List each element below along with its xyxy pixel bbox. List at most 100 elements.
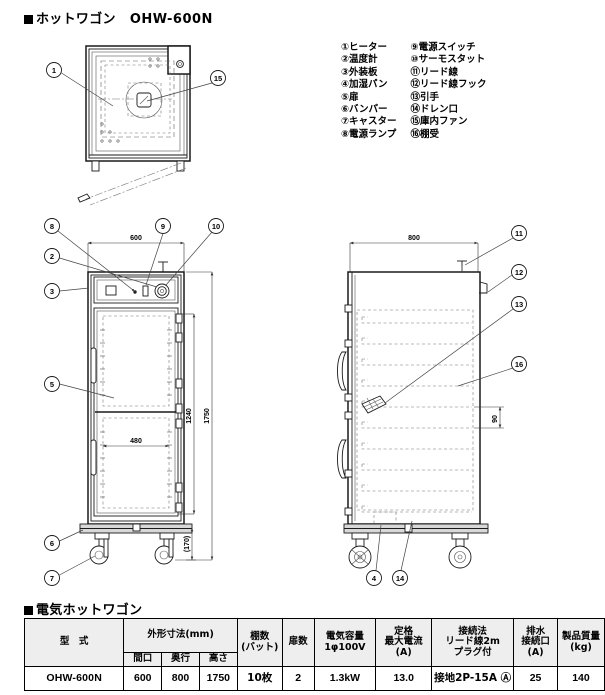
callout-marker [511,356,527,372]
callout-marker [210,70,226,86]
cell-weight: 140 [556,666,605,691]
page-title-label: ホットワゴン [36,12,116,27]
col-header-current: 定格 最大電流 (A) [375,618,433,667]
legend-item: ②温度計 [341,54,378,66]
col-header-connection-line2: リード線2m [445,636,500,648]
cell-depth: 800 [161,666,200,691]
col-header-drain-line2: 接続口 [521,636,550,648]
callout-marker [511,264,527,280]
col-header-doors: 扉数 [281,618,315,667]
svg-text:600: 600 [130,235,142,242]
cell-width: 600 [123,666,163,691]
svg-text:2: 2 [50,252,54,261]
svg-text:(170): (170) [184,536,191,552]
cell-model: OHW-600N [23,666,125,691]
col-header-height: 高さ [198,652,238,667]
cell-shelves: 10枚 [236,666,283,691]
legend-item: ⑪リード線 [410,66,459,78]
col-header-drain-line1: 排水 [526,625,546,637]
col-header-capacity-line1: 電気容量 [325,631,364,642]
col-header-connection-line3: プラグ付 [453,646,492,658]
col-header-weight: 製品質量 (kg) [556,618,605,667]
col-header-current-line1: 定格 [394,625,414,637]
spec-table-body: OHW-600N 600 800 1750 10枚 2 1.3kW 13.0 接… [23,666,605,691]
legend-item: ⑥バンパー [341,104,388,116]
technical-drawings: .sl { stroke:#1a1a1a; fill:none; stroke-… [44,45,527,586]
svg-text:13: 13 [515,300,523,309]
legend-item: ⑬引手 [410,91,440,103]
col-header-connection-line1: 接続法 [458,625,487,637]
front-view-drawing: 600 [44,218,224,586]
col-header-weight-line2: (kg) [570,641,592,653]
top-view-drawing: 1 15 [46,45,226,206]
legend-item: ③外装板 [341,66,378,78]
svg-text:7: 7 [50,574,54,583]
cell-connection: 接地2P-15A Ⓐ [431,666,515,691]
svg-text:12: 12 [515,268,523,277]
svg-text:10: 10 [212,222,220,231]
legend-item: ⑭ドレン口 [410,104,459,116]
svg-text:15: 15 [214,74,222,83]
col-header-width: 間口 [123,652,163,667]
cell-doors: 2 [281,666,315,691]
legend-item: ⑩サーモスタット [410,54,486,66]
svg-text:800: 800 [408,235,420,242]
legend-item: ⑦キャスター [341,116,397,128]
page-title-model: OHW-600N [129,12,213,27]
parts-legend-column-1: ①ヒーター ②温度計 ③外装板 ④加湿パン ⑤扉 ⑥バンパー ⑦キャスター ⑧電… [341,42,397,141]
spec-table-header-row: 型 式 外形寸法(mm) 棚数 (バット) 扉数 電気容量 1φ100V 定格 … [23,618,605,667]
cell-capacity: 1.3kW [313,666,377,691]
parts-legend: ①ヒーター ②温度計 ③外装板 ④加湿パン ⑤扉 ⑥バンパー ⑦キャスター ⑧電… [341,42,487,141]
callout-marker [366,570,382,586]
svg-text:90: 90 [492,415,499,423]
col-header-weight-line1: 製品質量 [561,631,600,642]
svg-text:1: 1 [52,66,56,75]
svg-text:6: 6 [50,539,54,548]
callout-marker [44,218,60,234]
svg-text:14: 14 [396,574,405,583]
callout-marker [46,62,62,78]
svg-text:5: 5 [50,380,54,389]
col-header-connection: 接続法 リード線2m プラグ付 [431,618,515,667]
legend-item: ⑫リード線フック [410,79,487,91]
callout-marker [511,225,527,241]
spec-table-head: 型 式 外形寸法(mm) 棚数 (バット) 扉数 電気容量 1φ100V 定格 … [23,618,605,667]
col-header-shelves-line2: (バット) [241,641,279,653]
col-header-dimensions-group: 外形寸法(mm) [123,618,238,653]
svg-text:8: 8 [50,222,54,231]
svg-text:480: 480 [130,438,142,445]
legend-item: ⑯棚受 [410,128,440,140]
page-title: ホットワゴン OHW-600N [24,8,213,27]
svg-text:4: 4 [372,574,377,583]
callout-marker [392,570,408,586]
side-view-drawing: 800 [337,225,527,586]
legend-item: ④加湿パン [341,79,388,91]
svg-text:9: 9 [161,222,165,231]
col-header-drain-line3: (A) [527,646,544,658]
spec-table: 型 式 外形寸法(mm) 棚数 (バット) 扉数 電気容量 1φ100V 定格 … [23,618,605,691]
spec-table-heading-label: 電気ホットワゴン [36,603,143,618]
bullet-square-icon [24,606,33,615]
col-header-depth: 奥行 [161,652,200,667]
parts-legend-column-2: ⑨電源スイッチ ⑩サーモスタット ⑪リード線 ⑫リード線フック ⑬引手 ⑭ドレン… [411,42,487,141]
callout-marker [44,248,60,264]
col-header-capacity-line2: 1φ100V [324,641,366,653]
svg-text:3: 3 [50,287,54,296]
callout-marker [511,296,527,312]
col-header-model: 型 式 [23,618,125,667]
legend-item: ⑤扉 [341,91,359,103]
bullet-square-icon [24,15,33,24]
col-header-drain: 排水 接続口 (A) [513,618,558,667]
col-header-current-line3: (A) [395,646,412,658]
legend-item: ⑮庫内ファン [410,116,468,128]
table-row: OHW-600N 600 800 1750 10枚 2 1.3kW 13.0 接… [23,666,605,691]
svg-text:1240: 1240 [186,408,193,424]
col-header-current-line2: 最大電流 [384,636,423,648]
col-header-capacity: 電気容量 1φ100V [313,618,377,667]
legend-item: ⑧電源ランプ [341,128,397,140]
spec-table-heading: 電気ホットワゴン [24,599,142,618]
col-header-shelves: 棚数 (バット) [236,618,283,667]
svg-text:11: 11 [515,229,523,238]
svg-text:1750: 1750 [204,408,211,424]
